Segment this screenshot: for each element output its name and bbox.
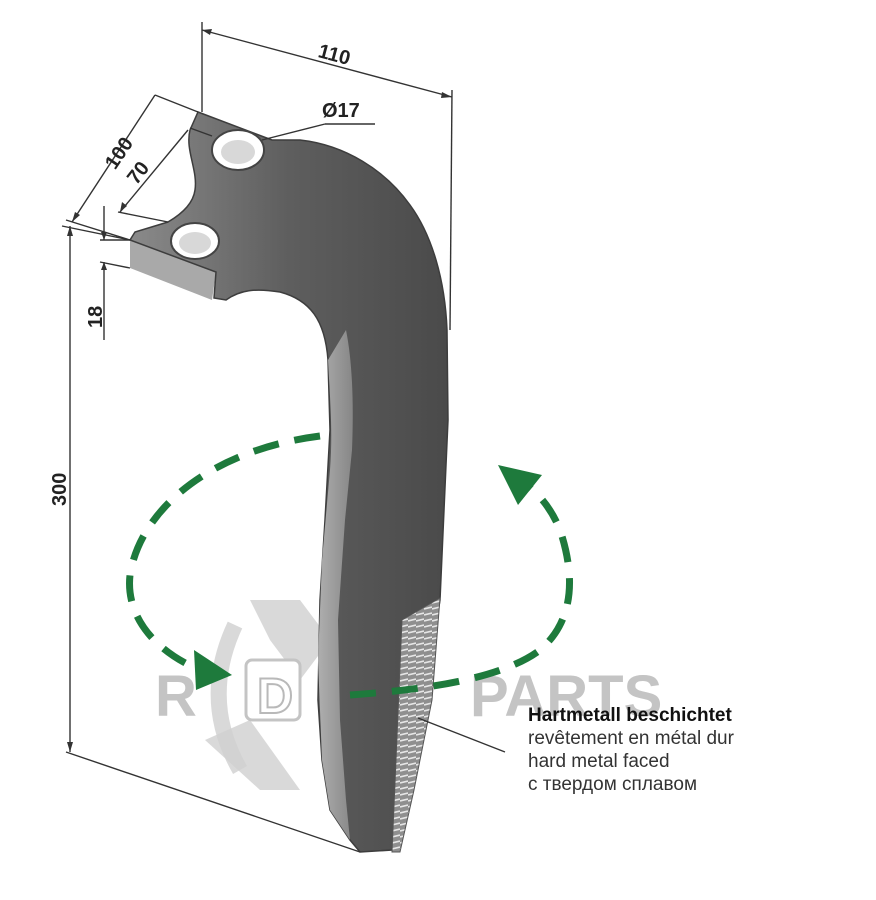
dimension-lines (61, 22, 506, 853)
hard-metal-legend: Hartmetall beschichtet revêtement en mét… (528, 704, 734, 796)
rotation-arrow-front (349, 465, 573, 699)
dim-height-label: 300 (49, 473, 71, 506)
legend-english: hard metal faced (528, 751, 670, 772)
dim-hole-spacing-label: 70 (123, 158, 154, 189)
hard-metal-strip (391, 597, 441, 853)
arrow-head-left-icon (194, 650, 232, 690)
dimension-ticks (67, 29, 452, 752)
watermark-arrow-arc (210, 621, 247, 774)
arrow-head-right-icon (498, 465, 542, 505)
lower-hole (170, 222, 220, 260)
watermark-letter-d: D (257, 668, 293, 724)
watermark-parts: PARTS (470, 664, 662, 729)
mounting-plate-side (130, 240, 216, 300)
blade-face (128, 111, 449, 853)
dim-hole-diameter-label: Ø17 (322, 100, 360, 122)
blade-edge (318, 330, 353, 840)
tine-blade (128, 111, 449, 853)
watermark-logo: R D PARTS (155, 600, 662, 790)
watermark-letter-r: R (155, 664, 197, 729)
rotation-arrow-back (126, 432, 321, 690)
dim-thickness-label: 18 (85, 306, 107, 328)
legend-french: revêtement en métal dur (528, 728, 734, 749)
watermark-arrow-top (250, 600, 330, 680)
watermark-box (244, 658, 302, 722)
legend-german: Hartmetall beschichtet (528, 705, 732, 726)
legend-russian: с твердом сплавом (528, 774, 698, 795)
dim-width-label: 110 (316, 40, 353, 70)
upper-hole (211, 129, 265, 171)
